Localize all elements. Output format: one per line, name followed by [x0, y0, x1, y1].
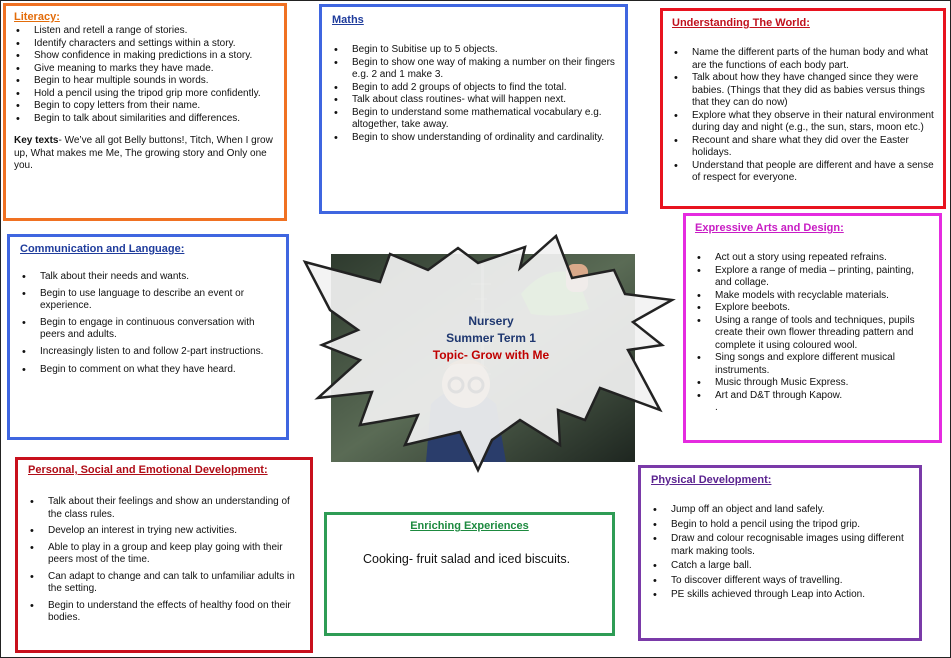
- physical-development-list: Jump off an object and land safely. Begi…: [651, 504, 909, 602]
- list-item: Begin to use language to describe an eve…: [20, 288, 276, 313]
- list-item: Draw and colour recognisable images usin…: [651, 533, 909, 558]
- psed-box: Personal, Social and Emotional Developme…: [15, 457, 313, 653]
- key-texts-label: Key texts: [14, 135, 59, 146]
- expressive-arts-box: Expressive Arts and Design: Act out a st…: [683, 213, 942, 443]
- list-item: Recount and share what they did over the…: [672, 135, 934, 160]
- list-item: Begin to talk about similarities and dif…: [14, 113, 276, 126]
- list-item: Develop an interest in trying new activi…: [28, 525, 300, 538]
- list-item: Explore a range of media – printing, pai…: [695, 265, 930, 290]
- list-item: Show confidence in making predictions in…: [14, 50, 276, 63]
- list-item: Begin to show one way of making a number…: [332, 57, 615, 82]
- list-item: Increasingly listen to and follow 2-part…: [20, 346, 276, 359]
- communication-language-list: Talk about their needs and wants. Begin …: [20, 271, 276, 377]
- list-item: Name the different parts of the human bo…: [672, 47, 934, 72]
- topic-name: Topic- Grow with Me: [432, 348, 550, 362]
- list-item: Listen and retell a range of stories.: [14, 25, 276, 38]
- literacy-list: Listen and retell a range of stories. Id…: [14, 25, 276, 125]
- physical-development-box: Physical Development: Jump off an object…: [638, 465, 922, 641]
- understanding-world-title: Understanding The World:: [672, 17, 810, 29]
- list-item: Can adapt to change and can talk to unfa…: [28, 571, 300, 596]
- list-item: Begin to understand the effects of healt…: [28, 600, 300, 625]
- list-item: Using a range of tools and techniques, p…: [695, 315, 930, 353]
- list-item: Art and D&T through Kapow.: [695, 390, 930, 403]
- list-item: Begin to understand some mathematical vo…: [332, 107, 615, 132]
- communication-language-title: Communication and Language:: [20, 243, 185, 255]
- enriching-experiences-text: Cooking- fruit salad and iced biscuits.: [363, 552, 571, 566]
- term-name: Summer Term 1: [446, 331, 536, 345]
- list-item: Make models with recyclable materials.: [695, 290, 930, 303]
- list-item: Talk about their needs and wants.: [20, 271, 276, 284]
- maths-list: Begin to Subitise up to 5 objects. Begin…: [332, 44, 615, 144]
- list-item: Hold a pencil using the tripod grip more…: [14, 88, 276, 101]
- understanding-world-list: Name the different parts of the human bo…: [672, 47, 934, 185]
- list-item: Jump off an object and land safely.: [651, 504, 909, 517]
- list-item: Identify characters and settings within …: [14, 38, 276, 51]
- maths-title: Maths: [332, 14, 364, 26]
- list-item: Act out a story using repeated refrains.: [695, 252, 930, 265]
- list-item: PE skills achieved through Leap into Act…: [651, 589, 909, 602]
- expressive-arts-title: Expressive Arts and Design:: [695, 222, 844, 234]
- list-item: Talk about how they have changed since t…: [672, 72, 934, 110]
- list-item: Begin to add 2 groups of objects to find…: [332, 82, 615, 95]
- psed-title: Personal, Social and Emotional Developme…: [28, 464, 268, 476]
- enriching-experiences-title: Enriching Experiences: [410, 520, 529, 532]
- literacy-title: Literacy:: [14, 11, 60, 23]
- class-name: Nursery: [468, 314, 514, 328]
- list-item: Understand that people are different and…: [672, 160, 934, 185]
- list-item: Music through Music Express.: [695, 377, 930, 390]
- list-item: To discover different ways of travelling…: [651, 575, 909, 588]
- expressive-arts-list: Act out a story using repeated refrains.…: [695, 252, 930, 402]
- physical-development-title: Physical Development:: [651, 474, 772, 486]
- key-texts: Key texts- We’ve all got Belly buttons!,…: [14, 135, 276, 173]
- key-texts-list: - We’ve all got Belly buttons!, Titch, W…: [14, 135, 273, 171]
- list-item: Begin to copy letters from their name.: [14, 100, 276, 113]
- communication-language-box: Communication and Language: Talk about t…: [7, 234, 289, 440]
- list-item: Begin to comment on what they have heard…: [20, 364, 276, 377]
- psed-list: Talk about their feelings and show an un…: [28, 496, 300, 625]
- list-item: Begin to hold a pencil using the tripod …: [651, 519, 909, 532]
- list-item: Sing songs and explore different musical…: [695, 352, 930, 377]
- maths-box: Maths Begin to Subitise up to 5 objects.…: [319, 4, 628, 214]
- topic-heading: Nursery Summer Term 1 Topic- Grow with M…: [420, 313, 562, 364]
- list-item: Give meaning to marks they have made.: [14, 63, 276, 76]
- list-item: Talk about class routines- what will hap…: [332, 94, 615, 107]
- list-item: Begin to hear multiple sounds in words.: [14, 75, 276, 88]
- list-item: Able to play in a group and keep play go…: [28, 542, 300, 567]
- list-item: Explore beebots.: [695, 302, 930, 315]
- enriching-experiences-box: Enriching Experiences Cooking- fruit sal…: [324, 512, 615, 636]
- list-item: Begin to engage in continuous conversati…: [20, 317, 276, 342]
- list-item: Talk about their feelings and show an un…: [28, 496, 300, 521]
- understanding-world-box: Understanding The World: Name the differ…: [660, 8, 946, 209]
- literacy-box: Literacy: Listen and retell a range of s…: [3, 3, 287, 221]
- list-item: Catch a large ball.: [651, 560, 909, 573]
- list-item: Begin to Subitise up to 5 objects.: [332, 44, 615, 57]
- trailing-dot: .: [715, 402, 718, 413]
- list-item: Begin to show understanding of ordinalit…: [332, 132, 615, 145]
- list-item: Explore what they observe in their natur…: [672, 110, 934, 135]
